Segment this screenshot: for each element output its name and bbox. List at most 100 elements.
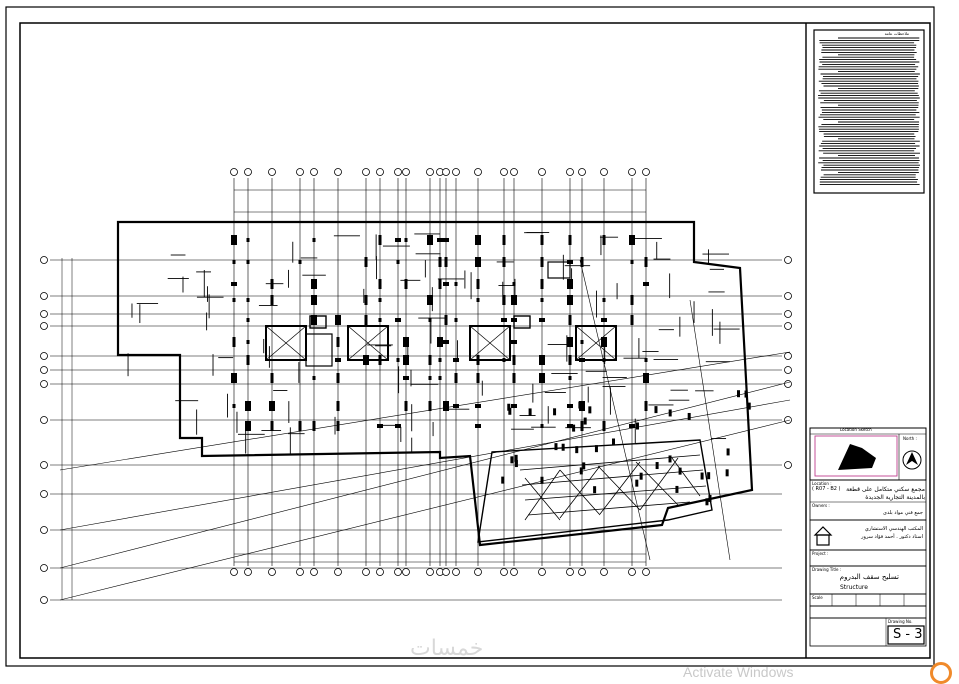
general-notes [818,37,920,185]
column [311,279,317,289]
engineer-name: استاذ دكتور . أحمد فؤاد سرور [861,534,923,540]
grid-bubble-icon [268,568,276,576]
grid-bubble-icon [784,322,792,330]
grid-bubble-icon [642,568,650,576]
column [707,472,711,480]
grid-bubble-icon [230,568,238,576]
core-cross [265,325,307,361]
column [245,401,251,411]
grid-bubble-icon [784,352,792,360]
column [512,282,516,286]
column [540,424,544,428]
column [428,376,432,380]
grid-bubble-icon [642,168,650,176]
column [475,235,481,245]
column [336,373,340,383]
column [611,438,615,446]
column [438,279,442,289]
column [437,238,443,242]
column [508,407,512,415]
column [602,235,606,245]
owner-name: جمع فني مواد بلدى [883,510,923,516]
grid-bubble-icon [628,168,636,176]
grid-bubble-icon [474,168,482,176]
column [554,443,558,451]
column [705,498,709,506]
column [514,454,518,462]
column [403,376,409,380]
sketch-frame [814,435,898,477]
grid-bubble-icon [40,461,48,469]
column [736,390,740,398]
column [725,469,729,477]
column [630,260,634,264]
column [594,445,598,453]
project-name: مجمع سكني متكامل على قطعة [846,486,925,493]
column [336,401,340,411]
grid-bubble-icon [334,168,342,176]
column [403,337,409,347]
grid-bubble-icon [40,310,48,318]
column [539,318,545,322]
column [687,412,691,420]
column [567,404,573,408]
drawing-title-label: Drawing Title : [812,567,842,572]
grid-bubble-icon [784,256,792,264]
grid-bubble-icon [40,366,48,374]
site-shape [838,444,876,470]
column [630,315,634,325]
sheet-number: S - 3 [893,627,923,642]
column [475,257,481,267]
grid-bubble-icon [578,168,586,176]
column [246,340,250,344]
grid-bubble-icon [296,568,304,576]
stair [547,261,571,279]
elevator-core [347,325,389,361]
grid-bubble-icon [784,416,792,424]
column [744,390,748,398]
column [232,298,236,302]
grid-bubble-icon [40,256,48,264]
column [453,358,459,362]
stair [305,333,333,367]
grid-bubble-icon [538,568,546,576]
column [708,494,712,502]
grid-bubble-icon [600,568,608,576]
column [540,476,544,484]
grid-bubble-icon [452,568,460,576]
column [567,295,573,305]
column [298,421,302,431]
column [311,295,317,305]
grid-bubble-icon [40,322,48,330]
column [568,315,572,325]
column [511,404,517,408]
grid-bubble-icon [40,380,48,388]
column [700,472,704,480]
column [364,295,368,305]
column [311,315,317,325]
column [335,358,341,362]
column [553,408,557,416]
column [588,406,592,414]
column [582,462,586,470]
sheet-number-box [887,625,925,645]
grid-bubble-icon [310,568,318,576]
column [602,298,606,302]
column [438,358,442,362]
column [428,401,432,411]
grid-bubble-icon [40,526,48,534]
column [475,404,481,408]
project-code: ( R07 - B2 ) [812,486,841,492]
column [502,235,506,245]
column [668,455,672,463]
column [501,318,507,322]
column [232,260,236,264]
column [427,235,433,245]
grid-bubble-icon [600,168,608,176]
column [335,315,341,325]
column [629,424,635,428]
grid-bubble-icon [500,568,508,576]
column [511,295,517,305]
column [644,358,648,362]
